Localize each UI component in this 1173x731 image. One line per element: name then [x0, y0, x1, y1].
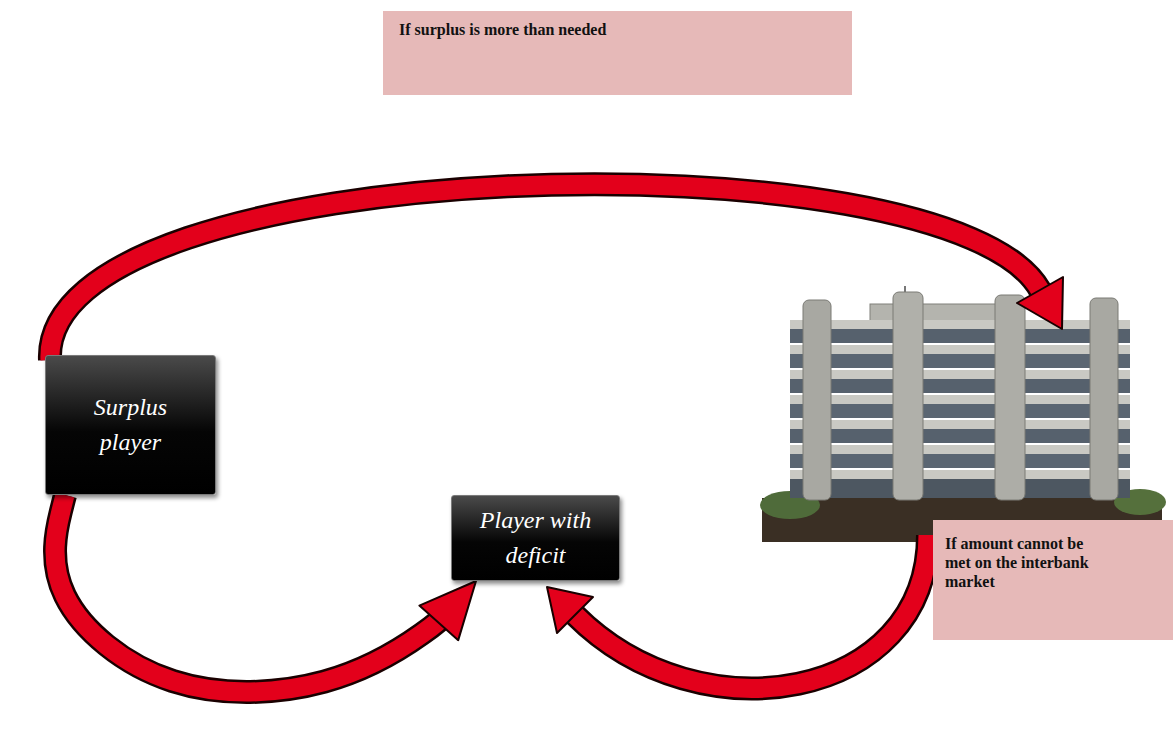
- floor-band: [790, 420, 1130, 429]
- tower-column: [803, 300, 831, 500]
- tower-column: [995, 295, 1025, 500]
- arrow-body: [575, 535, 928, 688]
- window-band: [790, 354, 1130, 368]
- note-text: If amount cannot be met on the interbank…: [945, 534, 1095, 592]
- floor-band: [790, 345, 1130, 354]
- window-band: [790, 479, 1130, 498]
- floor-band: [790, 370, 1130, 379]
- floor-band: [790, 395, 1130, 404]
- window-band: [790, 379, 1130, 393]
- floor-band: [790, 445, 1130, 454]
- arrow-outline: [55, 495, 452, 692]
- note-text: If surplus is more than needed: [399, 20, 836, 39]
- player-box: Surplus player: [45, 355, 216, 495]
- arrow-outline: [575, 535, 928, 688]
- window-band: [790, 454, 1130, 468]
- tower-column: [1090, 298, 1118, 500]
- window-band: [790, 404, 1130, 418]
- tower-column: [893, 292, 923, 500]
- floor-band: [790, 470, 1130, 479]
- window-band: [790, 329, 1130, 343]
- player-label: Surplus player: [75, 390, 187, 460]
- flow-arrow-to-bank: [50, 184, 1063, 360]
- player-box: Player with deficit: [451, 495, 620, 581]
- arrow-head: [1017, 277, 1063, 329]
- note-box: If amount cannot be met on the interbank…: [933, 520, 1173, 640]
- arrow-outline: [50, 184, 1040, 360]
- note-box: If surplus is more than needed: [383, 11, 852, 95]
- window-band: [790, 429, 1130, 443]
- arrow-body: [50, 184, 1040, 360]
- arrow-body: [55, 495, 452, 692]
- central-bank-building: [760, 286, 1166, 542]
- floor-band: [790, 320, 1130, 329]
- arrow-head: [547, 587, 593, 633]
- player-label: Player with deficit: [460, 503, 611, 573]
- flow-arrow: [55, 495, 452, 692]
